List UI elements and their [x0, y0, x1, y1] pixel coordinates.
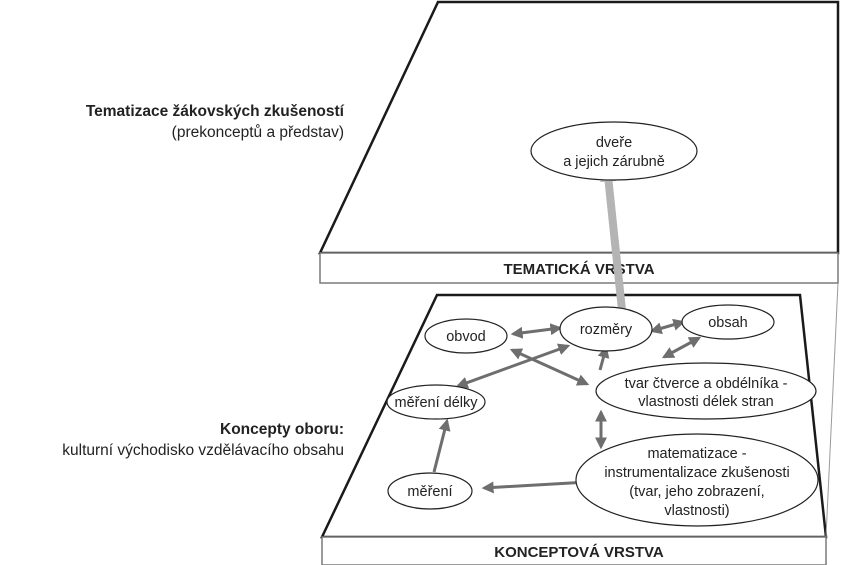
- node-matematizace-line4: vlastnosti): [664, 503, 729, 519]
- arrow-obvod-tvar: [509, 348, 590, 386]
- node-mereni: měření: [387, 472, 473, 510]
- lower-side-title: Koncepty oboru:: [220, 421, 344, 438]
- node-obsah: obsah: [681, 304, 775, 340]
- thematic-layer-label: TEMATICKÁ VRSTVA: [503, 261, 654, 278]
- arrow-obsah-tvar: [661, 336, 702, 359]
- arrow-rozmery-obvod: [510, 323, 563, 339]
- node-dvere-line1: dveře: [596, 135, 632, 151]
- upper-side-label: Tematizace žákovských zkušeností (prekon…: [86, 101, 344, 143]
- node-mereni-delky-label: měření délky: [394, 395, 478, 411]
- upper-side-subtitle: (prekonceptů a představ): [171, 124, 344, 141]
- layer-link-arrow: [604, 175, 626, 311]
- conceptual-layer-label: KONCEPTOVÁ VRSTVA: [494, 544, 664, 561]
- node-tvar-line1: tvar čtverce a obdélníka -: [625, 376, 788, 392]
- node-mereni-delky: měření délky: [386, 384, 486, 420]
- node-matematizace-line3: (tvar, jeho zobrazení,: [629, 484, 764, 500]
- node-matematizace-line2: instrumentalizace zkušenosti: [604, 465, 789, 481]
- node-rozmery-label: rozměry: [580, 322, 633, 338]
- arrow-mereni-mereni-delky: [432, 418, 451, 473]
- arrow-tvar-rozmery: [597, 345, 610, 371]
- node-dvere-line2: a jejich zárubně: [563, 154, 665, 170]
- node-matematizace-line1: matematizace -: [647, 446, 746, 462]
- lower-side-label: Koncepty oboru: kulturní východisko vzdě…: [62, 419, 344, 461]
- arrow-mereni-matematizace: [481, 476, 591, 494]
- node-rozmery: rozměry: [559, 306, 653, 352]
- node-obvod: obvod: [424, 318, 508, 354]
- node-tvar-line2: vlastnosti délek stran: [638, 394, 773, 410]
- lower-side-subtitle: kulturní východisko vzdělávacího obsahu: [62, 442, 344, 459]
- node-dvere: dveře a jejich zárubně: [530, 121, 698, 181]
- node-obsah-label: obsah: [708, 315, 748, 331]
- node-mereni-label: měření: [407, 484, 452, 500]
- conceptual-layer-band: [321, 536, 827, 565]
- node-matematizace: matematizace - instrumentalizace zkušeno…: [575, 433, 819, 527]
- node-obvod-label: obvod: [446, 329, 486, 345]
- node-tvar: tvar čtverce a obdélníka - vlastnosti dé…: [595, 362, 817, 420]
- arrow-rozmery-obsah: [649, 318, 686, 335]
- thematic-layer-band: [319, 252, 839, 284]
- upper-side-title: Tematizace žákovských zkušeností: [85, 103, 344, 120]
- concept-arrows: [432, 318, 702, 494]
- connector-thin-right: [825, 282, 839, 538]
